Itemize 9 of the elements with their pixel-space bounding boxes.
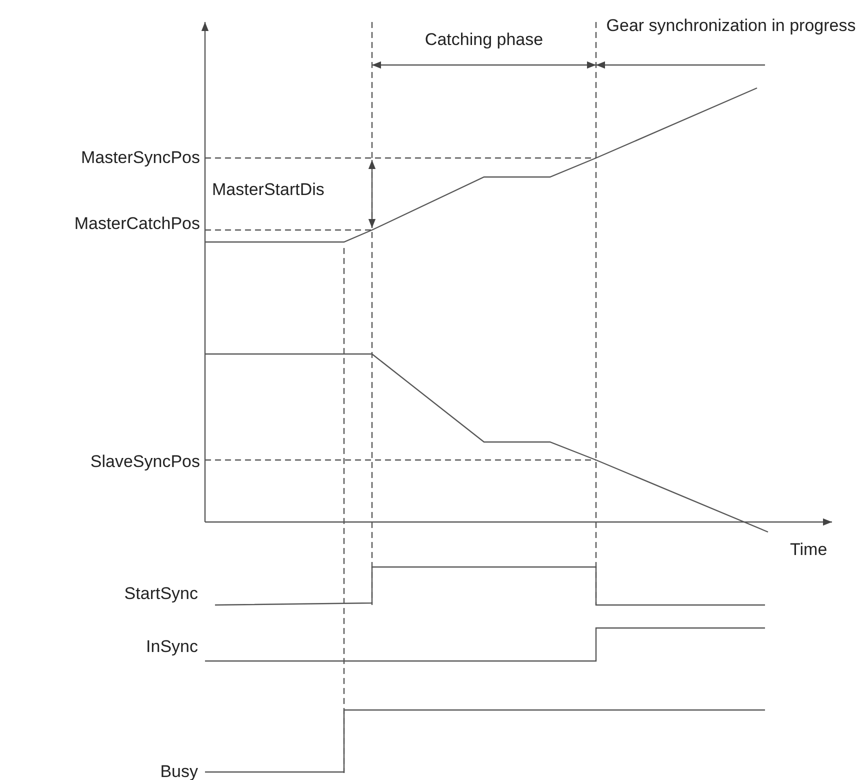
axis-label: Time xyxy=(790,540,828,560)
label: Catching phase xyxy=(424,30,544,50)
label: MasterStartDis xyxy=(212,180,326,200)
label: SlaveSyncPos xyxy=(89,452,200,472)
label: Gear synchronization in progress xyxy=(605,16,857,36)
label: MasterSyncPos xyxy=(80,148,200,168)
label: MasterCatchPos xyxy=(73,214,200,234)
label: StartSync xyxy=(123,584,198,604)
label: InSync xyxy=(145,637,198,657)
